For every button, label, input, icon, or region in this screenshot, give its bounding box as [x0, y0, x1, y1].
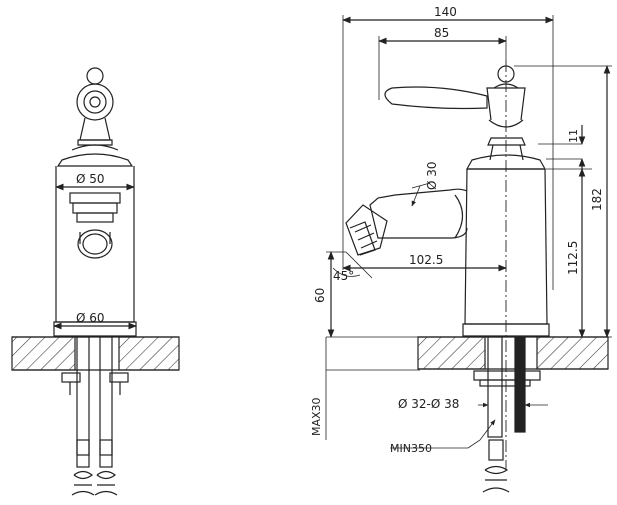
front-countertop-left — [11, 336, 76, 371]
side-shank — [473, 336, 541, 493]
front-countertop-right — [118, 336, 180, 371]
side-countertop-left — [417, 336, 486, 370]
front-view — [11, 67, 180, 496]
front-knob — [76, 67, 114, 146]
front-body — [53, 166, 137, 337]
side-dim-spout-diameter: Ø 30 — [425, 161, 439, 190]
front-hose-fittings — [71, 439, 118, 496]
side-dim-lever-length: 85 — [434, 26, 449, 40]
side-dim-outlet-height: 60 — [313, 288, 327, 303]
side-dim-spout-angle: 45° — [333, 269, 354, 283]
side-dim-overall-width: 140 — [434, 5, 457, 19]
side-lever — [384, 86, 488, 110]
side-dim-overall-height: 182 — [590, 188, 604, 211]
side-dim-knob-gap: 11 — [567, 129, 580, 143]
side-dim-spout-reach: 102.5 — [409, 253, 443, 267]
side-dim-max-deck-thickness: MAX30 — [310, 397, 323, 436]
side-dim-spout-height: 112.5 — [566, 241, 580, 275]
side-spout — [345, 188, 468, 256]
side-dim-mounting-hole: Ø 32-Ø 38 — [398, 397, 459, 411]
front-dim-base-diameter: Ø 60 — [76, 311, 105, 325]
side-dim-min-hose-length: MIN350 — [390, 442, 432, 455]
side-view — [325, 15, 612, 493]
front-dim-body-diameter: Ø 50 — [76, 172, 105, 186]
side-countertop-right — [536, 336, 609, 370]
